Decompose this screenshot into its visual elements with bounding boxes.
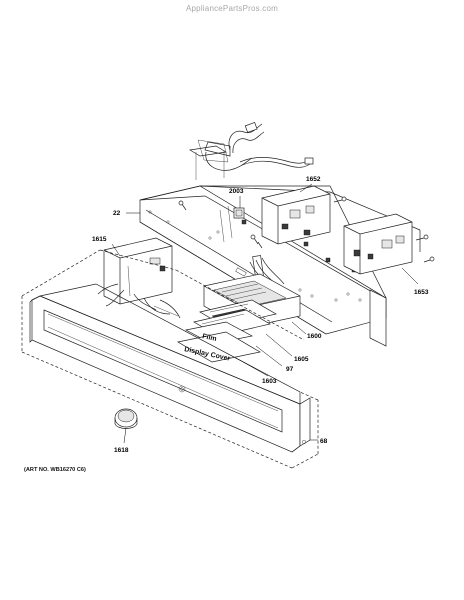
part-display-cover [177,331,261,363]
callout-1618: 1618 [114,447,129,454]
callout-68: 68 [320,438,328,445]
callout-1600: 1600 [307,333,322,340]
part-1652-board [261,185,347,245]
watermark: AppliancePartsPros.com [186,4,278,13]
callout-1605: 1605 [294,356,309,363]
leader-lines [111,183,419,444]
assembly-68-boundary [21,249,319,469]
callout-1603: 1603 [262,378,277,385]
part-1618-knob [114,408,138,429]
callout-1615: 1615 [92,236,107,243]
callout-2003: 2003 [229,188,244,195]
callouts: 22 2003 1652 1615 1653 1600 1605 97 1603… [92,176,429,454]
part-2003-relay [233,207,245,219]
label-film: Film [202,333,218,343]
callout-97: 97 [286,366,294,373]
callout-22: 22 [113,210,121,217]
part-1615-board [97,237,181,319]
art-number: (ART NO. WB16270 C6) [24,467,86,473]
part-1653-board [343,213,435,275]
wire-harness [188,122,314,180]
callout-1653: 1653 [414,289,429,296]
front-control-panel [29,283,311,453]
callout-1652: 1652 [306,176,321,183]
